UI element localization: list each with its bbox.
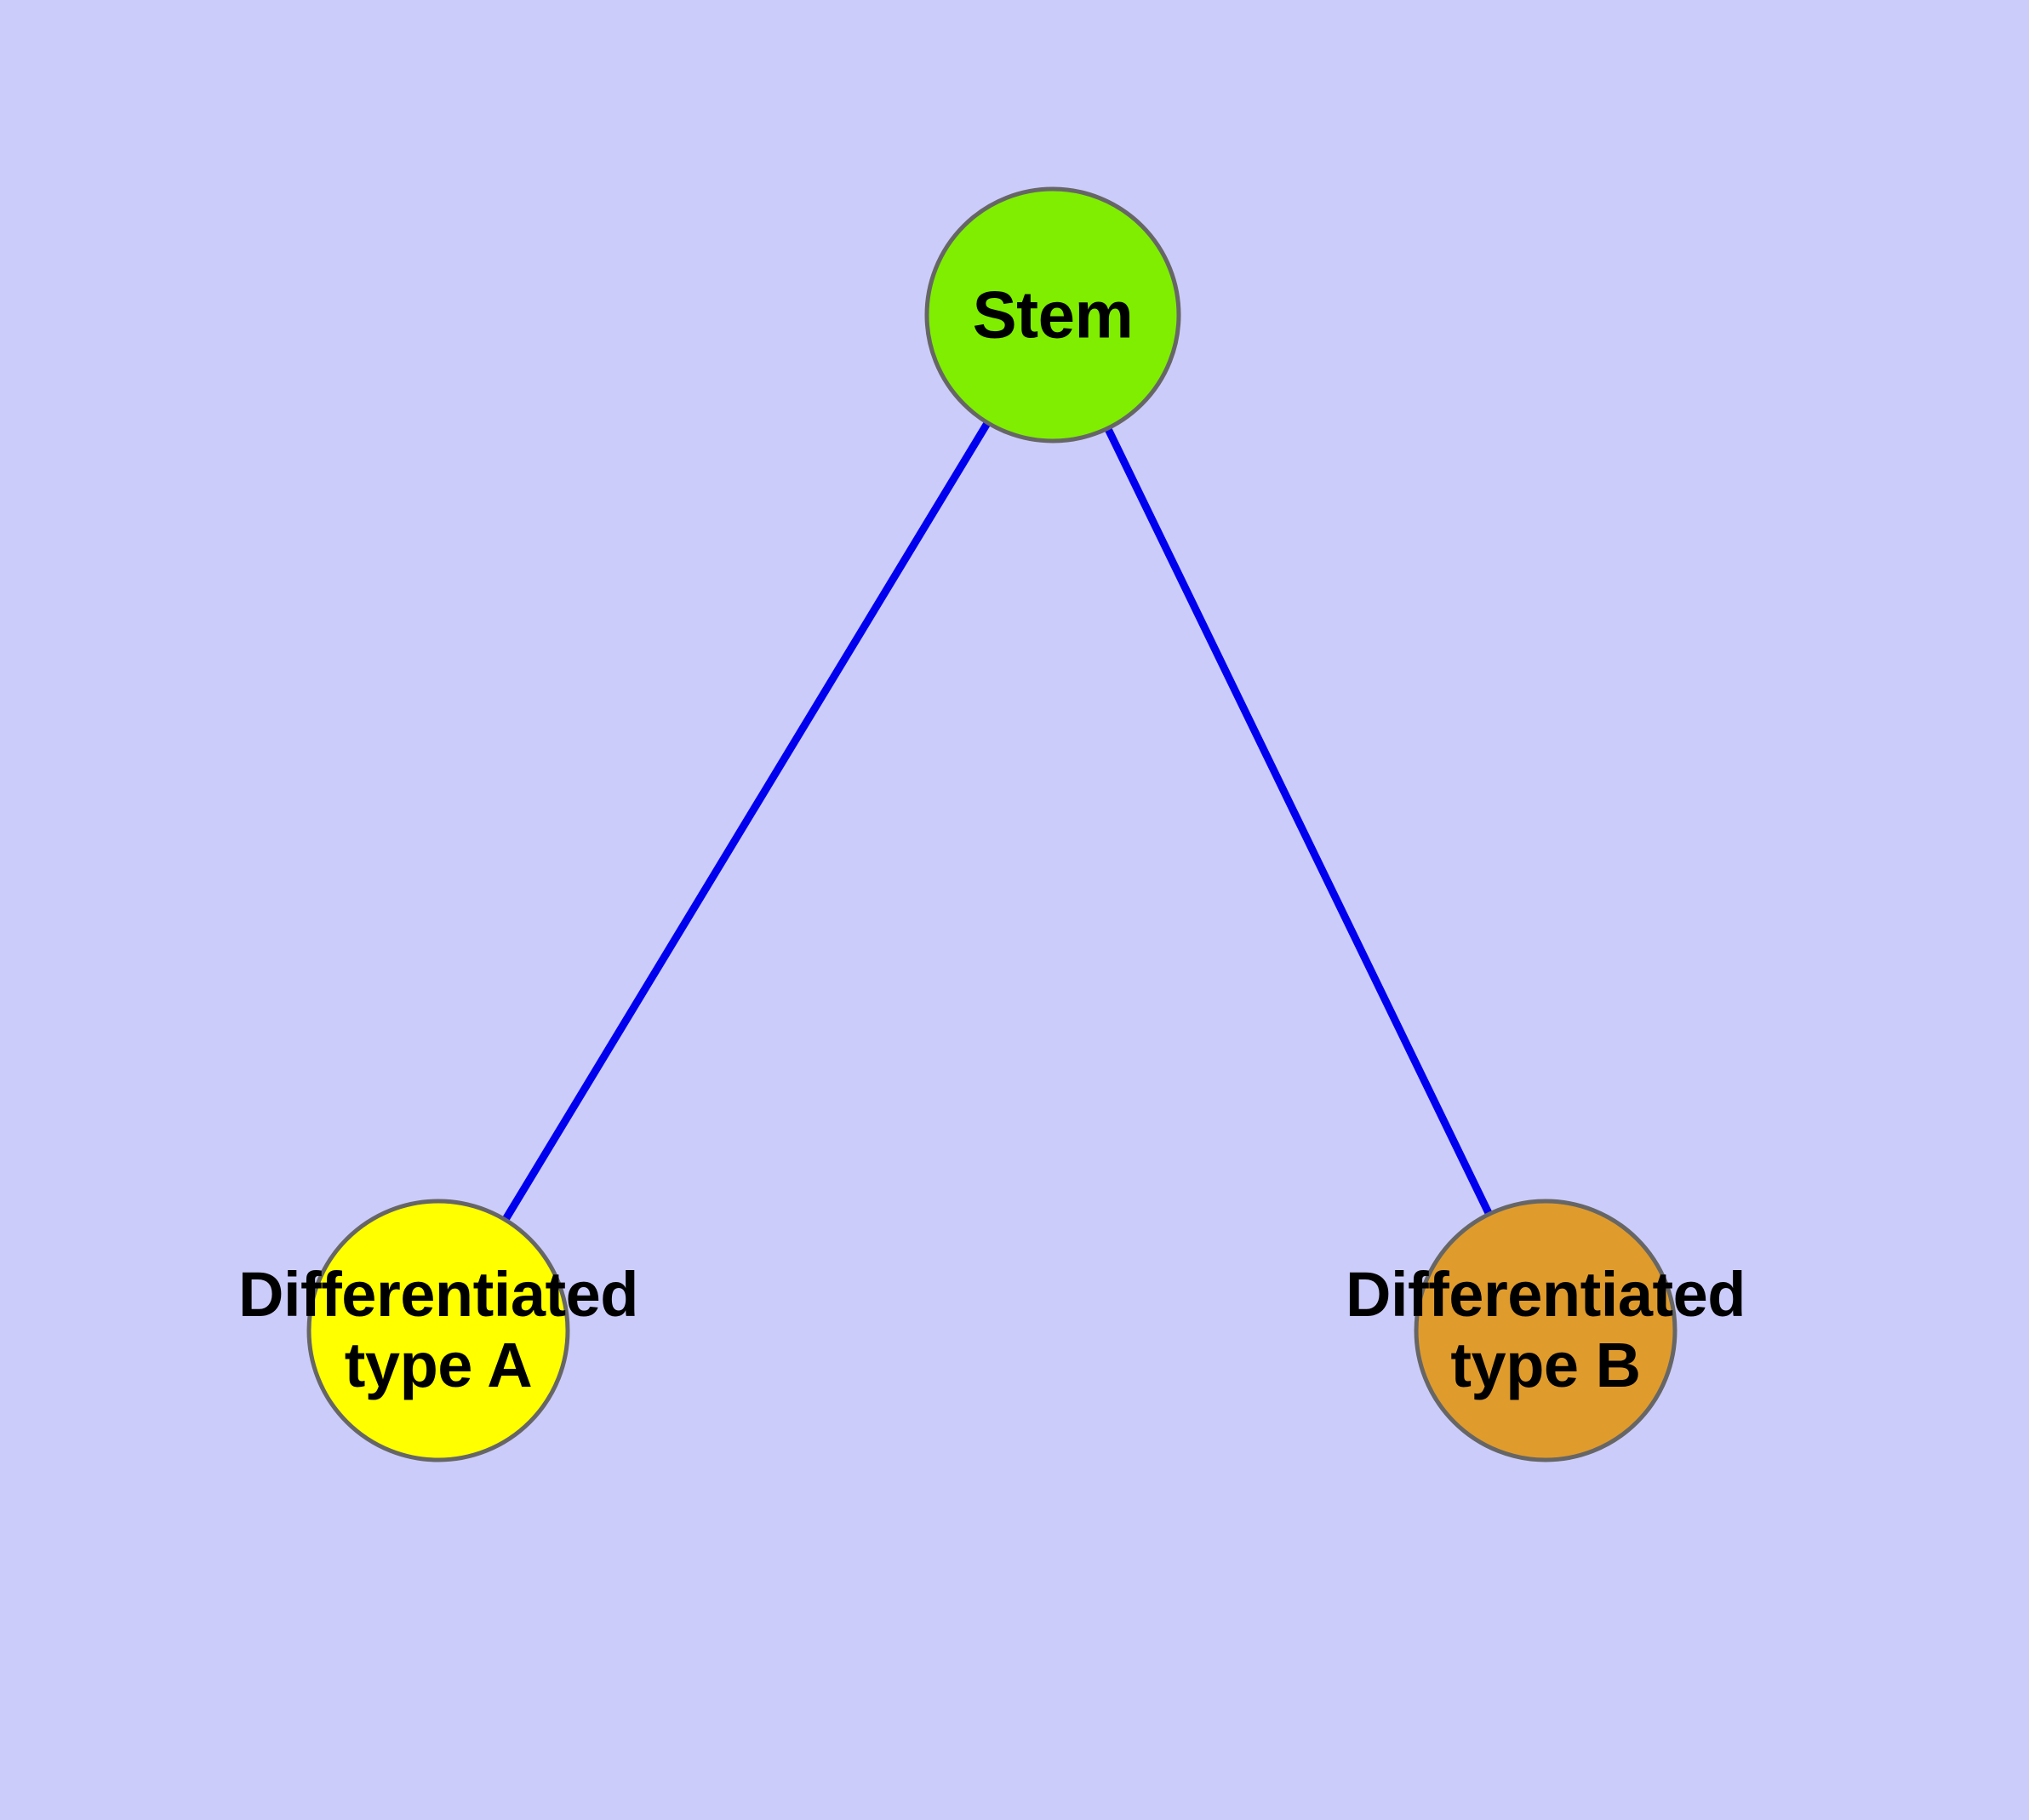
edge-stem-diff-b <box>1102 423 1495 1219</box>
node-circle-stem[interactable] <box>924 186 1181 444</box>
edge-stem-diff-a <box>500 417 993 1225</box>
node-circle-diff-b[interactable] <box>1414 1199 1677 1462</box>
node-circle-diff-a[interactable] <box>306 1199 570 1462</box>
node-layer <box>306 186 1677 1462</box>
edge-layer <box>500 417 1495 1225</box>
